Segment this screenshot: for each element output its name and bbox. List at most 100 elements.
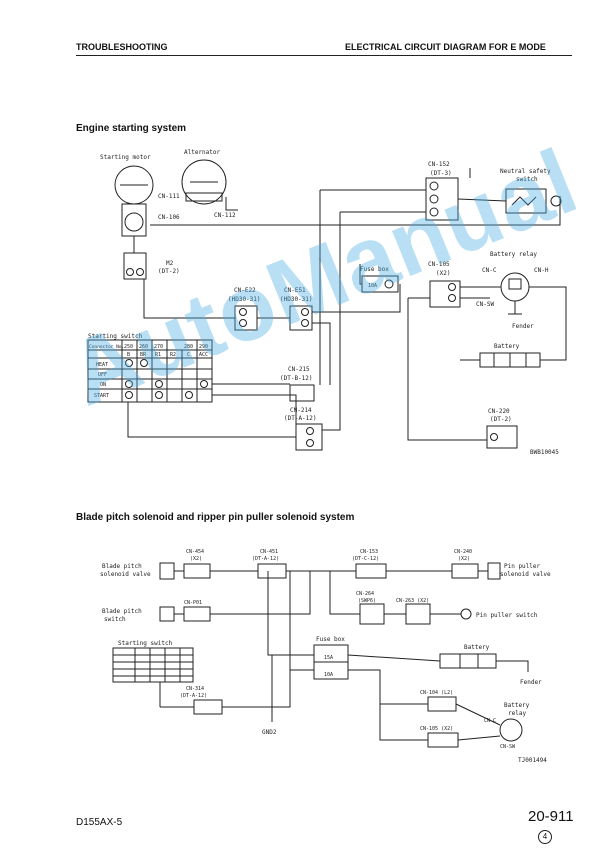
- label-cn264: CN-264: [356, 591, 374, 597]
- cn220-connector: [486, 425, 518, 449]
- label-cn454: CN-454: [186, 549, 204, 555]
- sw-row-off: OFF: [98, 372, 107, 378]
- header-right: ELECTRICAL CIRCUIT DIAGRAM FOR E MODE: [345, 42, 546, 52]
- header-rule: [76, 55, 572, 56]
- label-cn215: CN-215: [288, 366, 310, 373]
- footer-revision-badge: 4: [538, 830, 552, 844]
- label-cn264-sub: (SWP6): [358, 598, 376, 604]
- blade-starting-switch-table: [112, 647, 194, 683]
- blade-pitch-switch-symbol: [159, 606, 175, 622]
- label-cn153: CN-153: [360, 549, 378, 555]
- label-cn263: CN-263 (X2): [396, 598, 429, 604]
- label-blade-fender: Fender: [520, 679, 542, 686]
- label-starting-motor: Starting motor: [100, 154, 151, 161]
- label-alternator: Alternator: [184, 149, 221, 156]
- blade-pitch-valve-symbol: [159, 562, 175, 580]
- label-cn105b: CN-105 (X2): [420, 726, 453, 732]
- label-cn214-sub: (DT-A-12): [284, 415, 317, 422]
- label-neutral-switch-2: switch: [516, 176, 538, 183]
- label-blade-battery-relay-2: relay: [508, 710, 526, 717]
- cn105-connector: [429, 280, 461, 308]
- label-battery: Battery: [494, 343, 520, 350]
- label-pin-puller-valve-2: solenoid valve: [500, 571, 551, 578]
- label-engine-figno: BWB10045: [530, 449, 559, 456]
- label-m2-sub: (DT-2): [158, 268, 180, 275]
- label-cn105: CN-105: [428, 261, 450, 268]
- label-cn152: CN-152: [428, 161, 450, 168]
- label-fender: Fender: [512, 323, 534, 330]
- label-neutral-switch: Neutral safety: [500, 168, 551, 175]
- starting-motor-symbol: [114, 165, 154, 237]
- sw-col-2: 260: [139, 344, 148, 350]
- sw-row-start: START: [94, 393, 109, 399]
- alternator-symbol: [181, 159, 227, 205]
- cn240-connector: [451, 563, 479, 579]
- label-fuse-15a: 15A: [324, 655, 333, 661]
- label-fuse-box: Fuse box: [360, 266, 389, 273]
- battery-relay-symbol: [500, 272, 530, 302]
- label-cn314-sub: (DT-A-12): [180, 693, 207, 699]
- label-cn-sw: CN-SW: [476, 301, 494, 308]
- label-blade-cn-c: CN-C: [484, 718, 496, 724]
- cn263-connector: [405, 603, 431, 625]
- sw-row-on: ON: [100, 382, 106, 388]
- label-cn105-sub: (X2): [436, 270, 450, 277]
- sw-col-3: 270: [154, 344, 163, 350]
- label-blade-pitch-switch: Blade pitch: [102, 608, 142, 615]
- sw-term-6: ACC: [199, 352, 208, 358]
- label-cn112: CN-112: [214, 212, 236, 219]
- sw-term-2: BR: [140, 352, 147, 358]
- sw-col-7: 290: [199, 344, 208, 350]
- label-blade-figno: TJ001494: [518, 757, 547, 764]
- cn264-connector: [359, 603, 385, 625]
- label-blade-fuse-box: Fuse box: [316, 636, 345, 643]
- label-cn451-sub: (DT-A-12): [252, 556, 279, 562]
- label-fuse-10a-b: 10A: [324, 672, 333, 678]
- label-cn220-sub: (DT-2): [490, 416, 512, 423]
- label-blade-battery: Battery: [464, 644, 490, 651]
- sw-term-5: C: [187, 352, 190, 358]
- label-cne22-sub: (HD30-31): [228, 296, 261, 303]
- label-cn215-sub: (DT-B-12): [280, 375, 313, 382]
- cn105b-connector: [427, 732, 459, 748]
- sw-row-heat: HEAT: [96, 362, 108, 368]
- label-cn214: CN-214: [290, 407, 312, 414]
- blade-battery-symbol: [439, 653, 497, 669]
- label-pin-puller-switch: Pin puller switch: [476, 612, 538, 619]
- label-cnp01: CN-P01: [184, 600, 202, 606]
- cn314-connector: [193, 699, 223, 715]
- label-blade-starting-switch: Starting switch: [118, 640, 173, 647]
- pin-puller-valve-symbol: [487, 562, 501, 580]
- sw-term-1: B: [127, 352, 130, 358]
- cn451-connector: [257, 563, 287, 579]
- label-blade-battery-relay: Battery: [504, 702, 530, 709]
- label-blade-pitch-switch-2: switch: [104, 616, 126, 623]
- label-pin-puller-valve: Pin puller: [504, 563, 541, 570]
- label-cn104: CN-104 (L2): [420, 690, 453, 696]
- label-starting-switch: Starting switch: [88, 333, 143, 340]
- label-cn152-sub: (DT-3): [430, 170, 452, 177]
- label-cn-c: CN-C: [482, 267, 497, 274]
- footer-model: D155AX-5: [76, 817, 123, 828]
- sw-col-6: 280: [184, 344, 193, 350]
- sw-col-1: 250: [124, 344, 133, 350]
- sw-col-0: Connector No.: [89, 344, 124, 350]
- label-cne51-sub: (HD30-31): [280, 296, 313, 303]
- cn153-connector: [355, 563, 387, 579]
- label-cn106: CN-106: [158, 214, 180, 221]
- label-cne51: CN-E51: [284, 287, 306, 294]
- label-cn454-sub: (X2): [190, 556, 202, 562]
- label-gnd2: GND2: [262, 729, 277, 736]
- label-cn220: CN-220: [488, 408, 510, 415]
- label-blade-pitch-valve: Blade pitch: [102, 563, 142, 570]
- sw-term-4: R2: [170, 352, 176, 358]
- cn454-connector: [183, 563, 211, 579]
- header-left: TROUBLESHOOTING: [76, 42, 168, 52]
- blade-section-title: Blade pitch solenoid and ripper pin pull…: [76, 512, 355, 523]
- m2-connector: [123, 252, 147, 280]
- cnp01-connector: [183, 606, 211, 622]
- label-cn153-sub: (DT-C-12): [352, 556, 379, 562]
- label-blade-pitch-valve-2: solenoid valve: [100, 571, 151, 578]
- label-m2: M2: [166, 260, 174, 267]
